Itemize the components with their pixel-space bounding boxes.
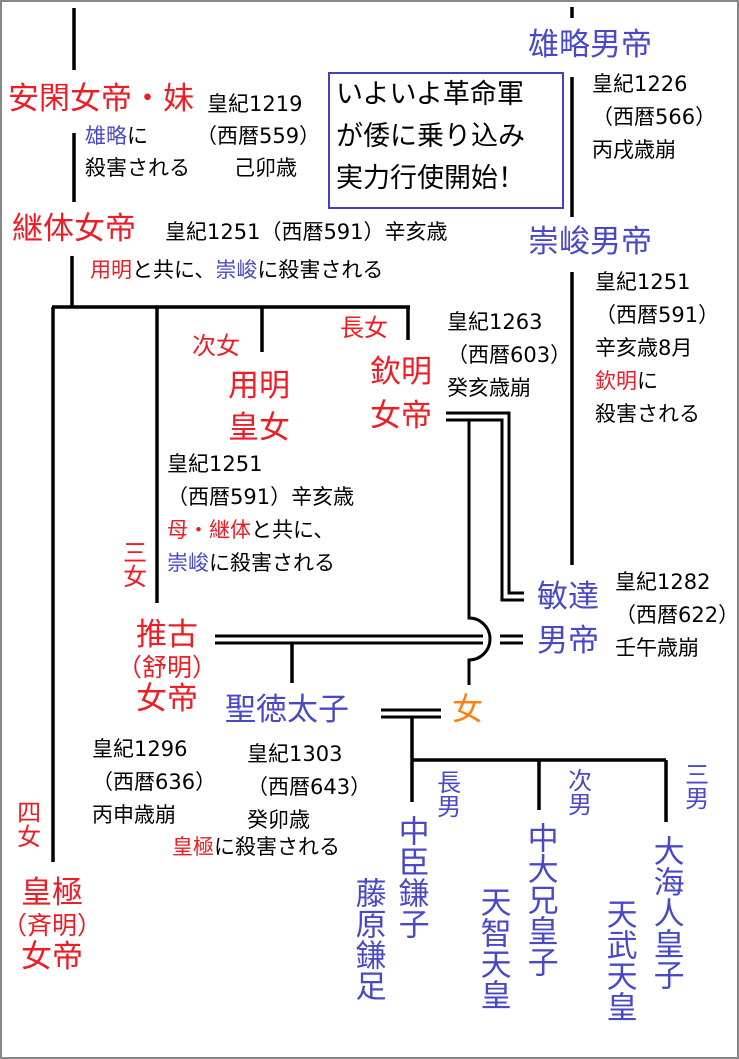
info-line: （西暦591）辛亥歳 — [167, 485, 355, 509]
ankan-info: 皇紀1219 — [207, 92, 303, 116]
name-line: 皇女 — [228, 410, 290, 446]
son-order-3: 三男 — [680, 762, 709, 810]
son-order-2: 次男 — [563, 768, 592, 816]
jijo-label: 次女 — [192, 332, 240, 360]
title-line: 女帝 — [136, 681, 198, 718]
suffix: に殺害される — [257, 258, 384, 282]
sanjo-label: 三女 — [118, 540, 147, 588]
suiko-name: 推古 （舒明） 女帝 — [112, 617, 222, 718]
keitai-info: 皇紀1251（西暦591）辛亥歳 — [165, 220, 448, 244]
info-line: 皇紀1263 — [447, 310, 543, 334]
shotoku-info: 皇紀1303 （西暦643） 癸卯歳 — [247, 738, 371, 837]
info-line: （西暦566） — [592, 105, 717, 129]
son-order-1: 長男 — [432, 770, 461, 818]
callout-line: 実力行使開始！ — [336, 163, 525, 194]
info-line: 皇紀1251 — [595, 270, 691, 294]
callout-box: いよいよ革命軍 が倭に乗り込み 実力行使開始！ — [328, 72, 564, 209]
yomei-info: 皇紀1251 （西暦591）辛亥歳 母・継体と共に、 崇峻に殺害される — [167, 448, 354, 580]
info-line: 殺害される — [595, 402, 700, 426]
keitai-name: 継体女帝 — [12, 211, 136, 247]
suffix: に — [637, 369, 658, 393]
info-line: 皇紀1282 — [615, 570, 711, 594]
kinmei-info: 皇紀1263 （西暦603） 癸亥歳崩 — [447, 306, 571, 405]
suffix: に — [127, 124, 148, 148]
name-line: 男帝 — [537, 623, 599, 659]
alt-name: （斉明） — [2, 910, 103, 940]
son-name-3: 大海人皇子 — [647, 835, 684, 990]
ankan-killer: 雄略に — [85, 120, 148, 153]
info-line: （西暦622） — [615, 603, 739, 627]
with-name: 用明 — [90, 258, 132, 282]
killer-name: 雄略 — [85, 124, 127, 148]
info-line: 皇紀1226 — [592, 72, 688, 96]
info-line: 崇峻に殺害される — [167, 547, 354, 580]
ankan-eto: 己卯歳 — [234, 156, 297, 180]
info-line: 皇紀1296 — [92, 737, 188, 761]
killer-name: 皇極 — [172, 835, 214, 859]
info-line: 欽明に — [595, 365, 719, 398]
info-line: （西暦603） — [447, 343, 572, 367]
kinmei-name: 欽明 女帝 — [370, 350, 432, 438]
shotoku-name: 聖徳太子 — [225, 692, 349, 728]
killer-name: 崇峻 — [167, 551, 209, 575]
info-line: 丙申歳崩 — [92, 803, 176, 827]
sushun-name: 崇峻男帝 — [528, 224, 652, 260]
line-kinmei-daughter — [467, 420, 492, 685]
ankan-seireki: （西暦559） — [196, 124, 321, 148]
name-line: 女帝 — [370, 398, 432, 434]
kogyoku-name: 皇極 （斉明） 女帝 — [2, 875, 103, 976]
marriage-kinmei-bidatsu-inner — [446, 418, 524, 602]
son-later-name-3: 天武天皇 — [600, 898, 637, 1022]
son-later-name-1: 藤原鎌足 — [349, 877, 386, 1001]
name-line: 推古 — [136, 617, 198, 653]
info-line: 丙戌歳崩 — [592, 138, 676, 162]
son-later-name-2: 天智天皇 — [474, 886, 511, 1010]
callout-line: いよいよ革命軍 — [336, 79, 524, 110]
yonjo-label: 四女 — [12, 800, 41, 848]
with-name: 母・継体 — [167, 518, 251, 542]
info-line: 壬午歳崩 — [615, 636, 699, 660]
chojo-label: 長女 — [340, 314, 388, 342]
killer-name: 欽明 — [595, 369, 637, 393]
title-line: 女帝 — [21, 939, 83, 976]
alt-name: （舒明） — [116, 652, 217, 682]
info-line: （西暦591） — [595, 303, 720, 327]
yuryaku-name: 雄略男帝 — [528, 27, 652, 63]
info-line: （西暦636） — [92, 770, 217, 794]
info-line: 母・継体と共に、 — [167, 514, 354, 547]
name-line: 用明 — [228, 368, 290, 404]
marriage-kinmei-bidatsu-outer — [446, 411, 524, 595]
son-name-1: 中臣鎌子 — [392, 815, 429, 939]
yomei-name: 用明 皇女 — [228, 365, 290, 449]
info-line: （西暦643） — [247, 775, 372, 799]
bidatsu-info: 皇紀1282 （西暦622） 壬午歳崩 — [615, 566, 739, 665]
info-line: 皇紀1303 — [247, 742, 343, 766]
ankan-killed: 殺害される — [85, 156, 190, 180]
bidatsu-name: 敏達 男帝 — [537, 575, 599, 663]
suffix: に殺害される — [209, 551, 335, 575]
callout-line: が倭に乗り込み — [336, 121, 525, 152]
shotoku-death: 皇極に殺害される — [172, 831, 340, 864]
suiko-info: 皇紀1296 （西暦636） 丙申歳崩 — [92, 733, 216, 832]
name-line: 欽明 — [370, 354, 432, 390]
son-name-2: 中大兄皇子 — [521, 822, 558, 977]
keitai-death: 用明と共に、崇峻に殺害される — [90, 254, 383, 287]
yuryaku-info: 皇紀1226 （西暦566） 丙戌歳崩 — [592, 68, 716, 167]
suffix: に殺害される — [214, 835, 340, 859]
name-line: 皇極 — [21, 875, 83, 911]
mid: と共に、 — [251, 518, 335, 542]
info-line: 辛亥歳8月 — [595, 336, 693, 360]
info-line: 癸卯歳 — [247, 808, 310, 832]
info-line: 皇紀1251 — [167, 452, 263, 476]
name-line: 敏達 — [537, 579, 599, 615]
ankan-name: 安閑女帝・妹 — [8, 81, 194, 117]
woman-name: 女 — [452, 692, 483, 728]
sushun-info: 皇紀1251 （西暦591） 辛亥歳8月 欽明に 殺害される — [595, 266, 719, 431]
info-line: 癸亥歳崩 — [447, 376, 531, 400]
mid: と共に、 — [132, 258, 216, 282]
killer-name: 崇峻 — [215, 258, 258, 282]
